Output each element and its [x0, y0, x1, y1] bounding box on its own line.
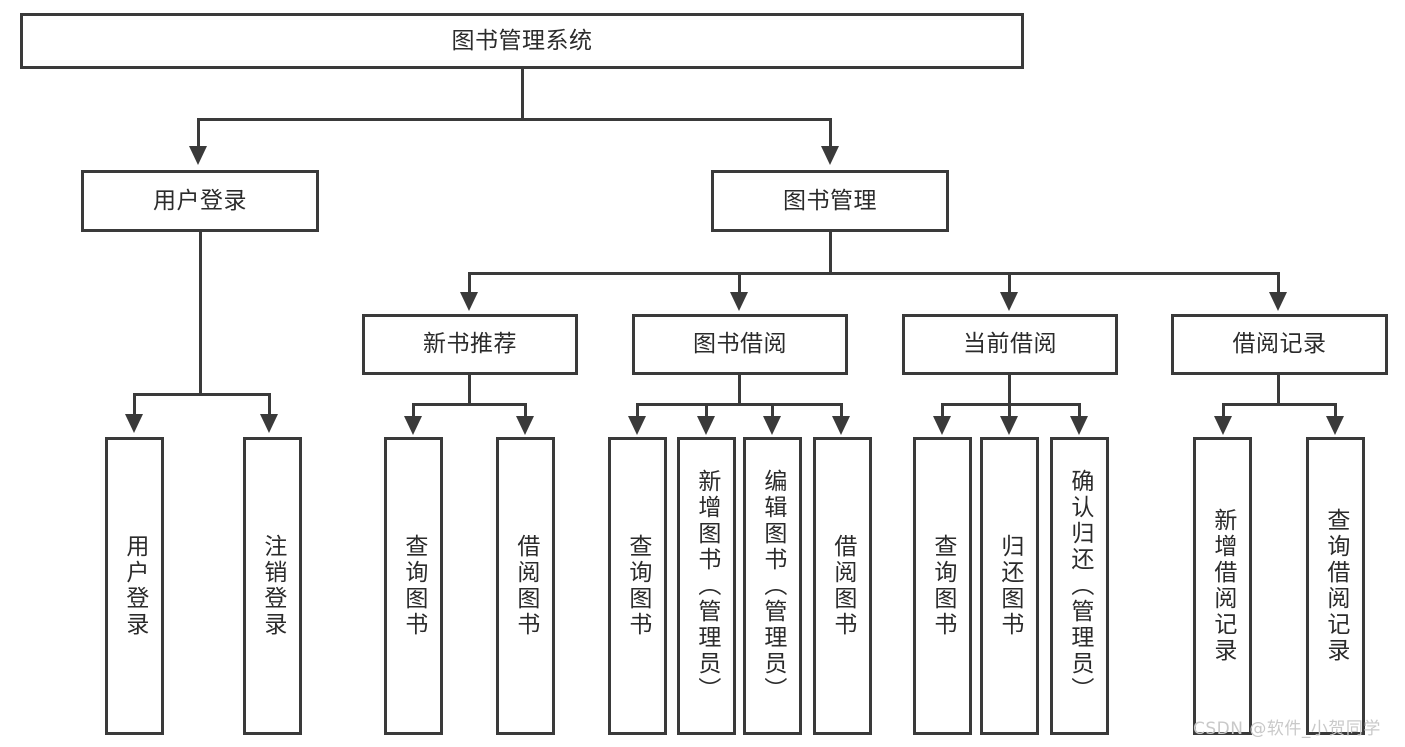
- node-leaf-borrow-book-1[interactable]: 借阅图书: [496, 437, 555, 735]
- connector-to-borrow-record: [1277, 272, 1280, 294]
- connector-user-login-stem: [199, 232, 202, 395]
- connector-nbr-drop-1: [412, 403, 415, 417]
- arrowhead-leaf-add-record: [1214, 416, 1232, 435]
- arrowhead-leaf-add-book: [697, 416, 715, 435]
- node-leaf-confirm-return[interactable]: 确认归还（管理员）: [1050, 437, 1109, 735]
- connector-root-bus: [197, 118, 832, 121]
- connector-user-login-bus: [133, 393, 270, 396]
- node-leaf-add-record[interactable]: 新增借阅记录: [1193, 437, 1252, 735]
- node-leaf-query-book-1[interactable]: 查询图书: [384, 437, 443, 735]
- connector-br-drop-1: [1222, 403, 1225, 417]
- node-label: 借阅记录: [1232, 331, 1327, 358]
- node-label: 借阅图书: [512, 534, 539, 638]
- connector-cb-drop-3: [1078, 403, 1081, 417]
- arrowhead-leaf-query-book-3: [933, 416, 951, 435]
- connector-new-book-rec-bus: [412, 403, 527, 406]
- connector-to-book-manage: [829, 118, 832, 148]
- node-label: 当前借阅: [963, 331, 1057, 358]
- connector-book-manage-stem: [829, 232, 832, 274]
- node-label: 查询图书: [624, 534, 651, 638]
- connector-br-drop-2: [1334, 403, 1337, 417]
- connector-nbr-drop-2: [524, 403, 527, 417]
- node-borrow-record[interactable]: 借阅记录: [1171, 314, 1388, 375]
- node-label: 图书借阅: [693, 331, 787, 358]
- node-label: 用户登录: [153, 187, 247, 214]
- connector-cb-drop-1: [941, 403, 944, 417]
- connector-to-new-book-rec: [468, 272, 471, 294]
- connector-user-login-drop-2: [268, 393, 271, 415]
- arrowhead-leaf-user-logout: [260, 414, 278, 433]
- node-label: 借阅图书: [829, 534, 856, 638]
- node-root-system[interactable]: 图书管理系统: [20, 13, 1024, 69]
- node-leaf-user-login[interactable]: 用户登录: [105, 437, 164, 735]
- arrowhead-book-borrow: [730, 292, 748, 311]
- arrowhead-leaf-query-record: [1326, 416, 1344, 435]
- arrowhead-book-manage: [821, 146, 839, 165]
- connector-bb-drop-3: [771, 403, 774, 417]
- connector-current-borrow-stem: [1008, 375, 1011, 405]
- connector-bb-drop-4: [840, 403, 843, 417]
- csdn-watermark: CSDN @软件_小贺同学: [1193, 719, 1381, 739]
- connector-borrow-record-bus: [1222, 403, 1337, 406]
- node-current-borrow[interactable]: 当前借阅: [902, 314, 1118, 375]
- arrowhead-leaf-borrow-book-1: [516, 416, 534, 435]
- connector-level3-bus: [468, 272, 1280, 275]
- node-leaf-borrow-book-2[interactable]: 借阅图书: [813, 437, 872, 735]
- node-label: 注销登录: [259, 534, 286, 638]
- connector-user-login-drop-1: [133, 393, 136, 415]
- node-leaf-query-record[interactable]: 查询借阅记录: [1306, 437, 1365, 735]
- connector-new-book-rec-stem: [468, 375, 471, 405]
- node-book-borrow[interactable]: 图书借阅: [632, 314, 848, 375]
- node-leaf-user-logout[interactable]: 注销登录: [243, 437, 302, 735]
- node-label: 图书管理系统: [451, 27, 593, 54]
- arrowhead-leaf-query-book-2: [628, 416, 646, 435]
- arrowhead-leaf-user-login: [125, 414, 143, 433]
- arrowhead-current-borrow: [1000, 292, 1018, 311]
- node-label: 新增借阅记录: [1209, 508, 1236, 664]
- node-book-manage[interactable]: 图书管理: [711, 170, 949, 232]
- node-leaf-query-book-2[interactable]: 查询图书: [608, 437, 667, 735]
- connector-root-stem: [521, 69, 524, 120]
- arrowhead-leaf-query-book-1: [404, 416, 422, 435]
- connector-to-book-borrow: [738, 272, 741, 294]
- arrowhead-borrow-record: [1269, 292, 1287, 311]
- node-label: 新增图书（管理员）: [693, 469, 720, 703]
- node-label: 图书管理: [783, 187, 877, 214]
- arrowhead-new-book-rec: [460, 292, 478, 311]
- connector-book-borrow-stem: [738, 375, 741, 405]
- connector-book-borrow-bus: [636, 403, 843, 406]
- node-label: 归还图书: [996, 534, 1023, 638]
- connector-to-user-login: [197, 118, 200, 148]
- node-label: 用户登录: [121, 534, 148, 638]
- node-user-login[interactable]: 用户登录: [81, 170, 319, 232]
- connector-to-current-borrow: [1008, 272, 1011, 294]
- node-label: 查询图书: [929, 534, 956, 638]
- connector-bb-drop-2: [705, 403, 708, 417]
- connector-current-borrow-bus: [941, 403, 1081, 406]
- node-label: 查询图书: [400, 534, 427, 638]
- node-label: 确认归还（管理员）: [1066, 469, 1093, 703]
- node-label: 查询借阅记录: [1322, 508, 1349, 664]
- node-leaf-return-book[interactable]: 归还图书: [980, 437, 1039, 735]
- arrowhead-user-login: [189, 146, 207, 165]
- connector-bb-drop-1: [636, 403, 639, 417]
- node-new-book-rec[interactable]: 新书推荐: [362, 314, 578, 375]
- connector-cb-drop-2: [1008, 403, 1011, 417]
- node-label: 编辑图书（管理员）: [759, 469, 786, 703]
- arrowhead-leaf-return-book: [1000, 416, 1018, 435]
- connector-borrow-record-stem: [1277, 375, 1280, 405]
- arrowhead-leaf-confirm-return: [1070, 416, 1088, 435]
- node-leaf-add-book[interactable]: 新增图书（管理员）: [677, 437, 736, 735]
- arrowhead-leaf-borrow-book-2: [832, 416, 850, 435]
- arrowhead-leaf-edit-book: [763, 416, 781, 435]
- node-leaf-query-book-3[interactable]: 查询图书: [913, 437, 972, 735]
- node-leaf-edit-book[interactable]: 编辑图书（管理员）: [743, 437, 802, 735]
- node-label: 新书推荐: [423, 331, 517, 358]
